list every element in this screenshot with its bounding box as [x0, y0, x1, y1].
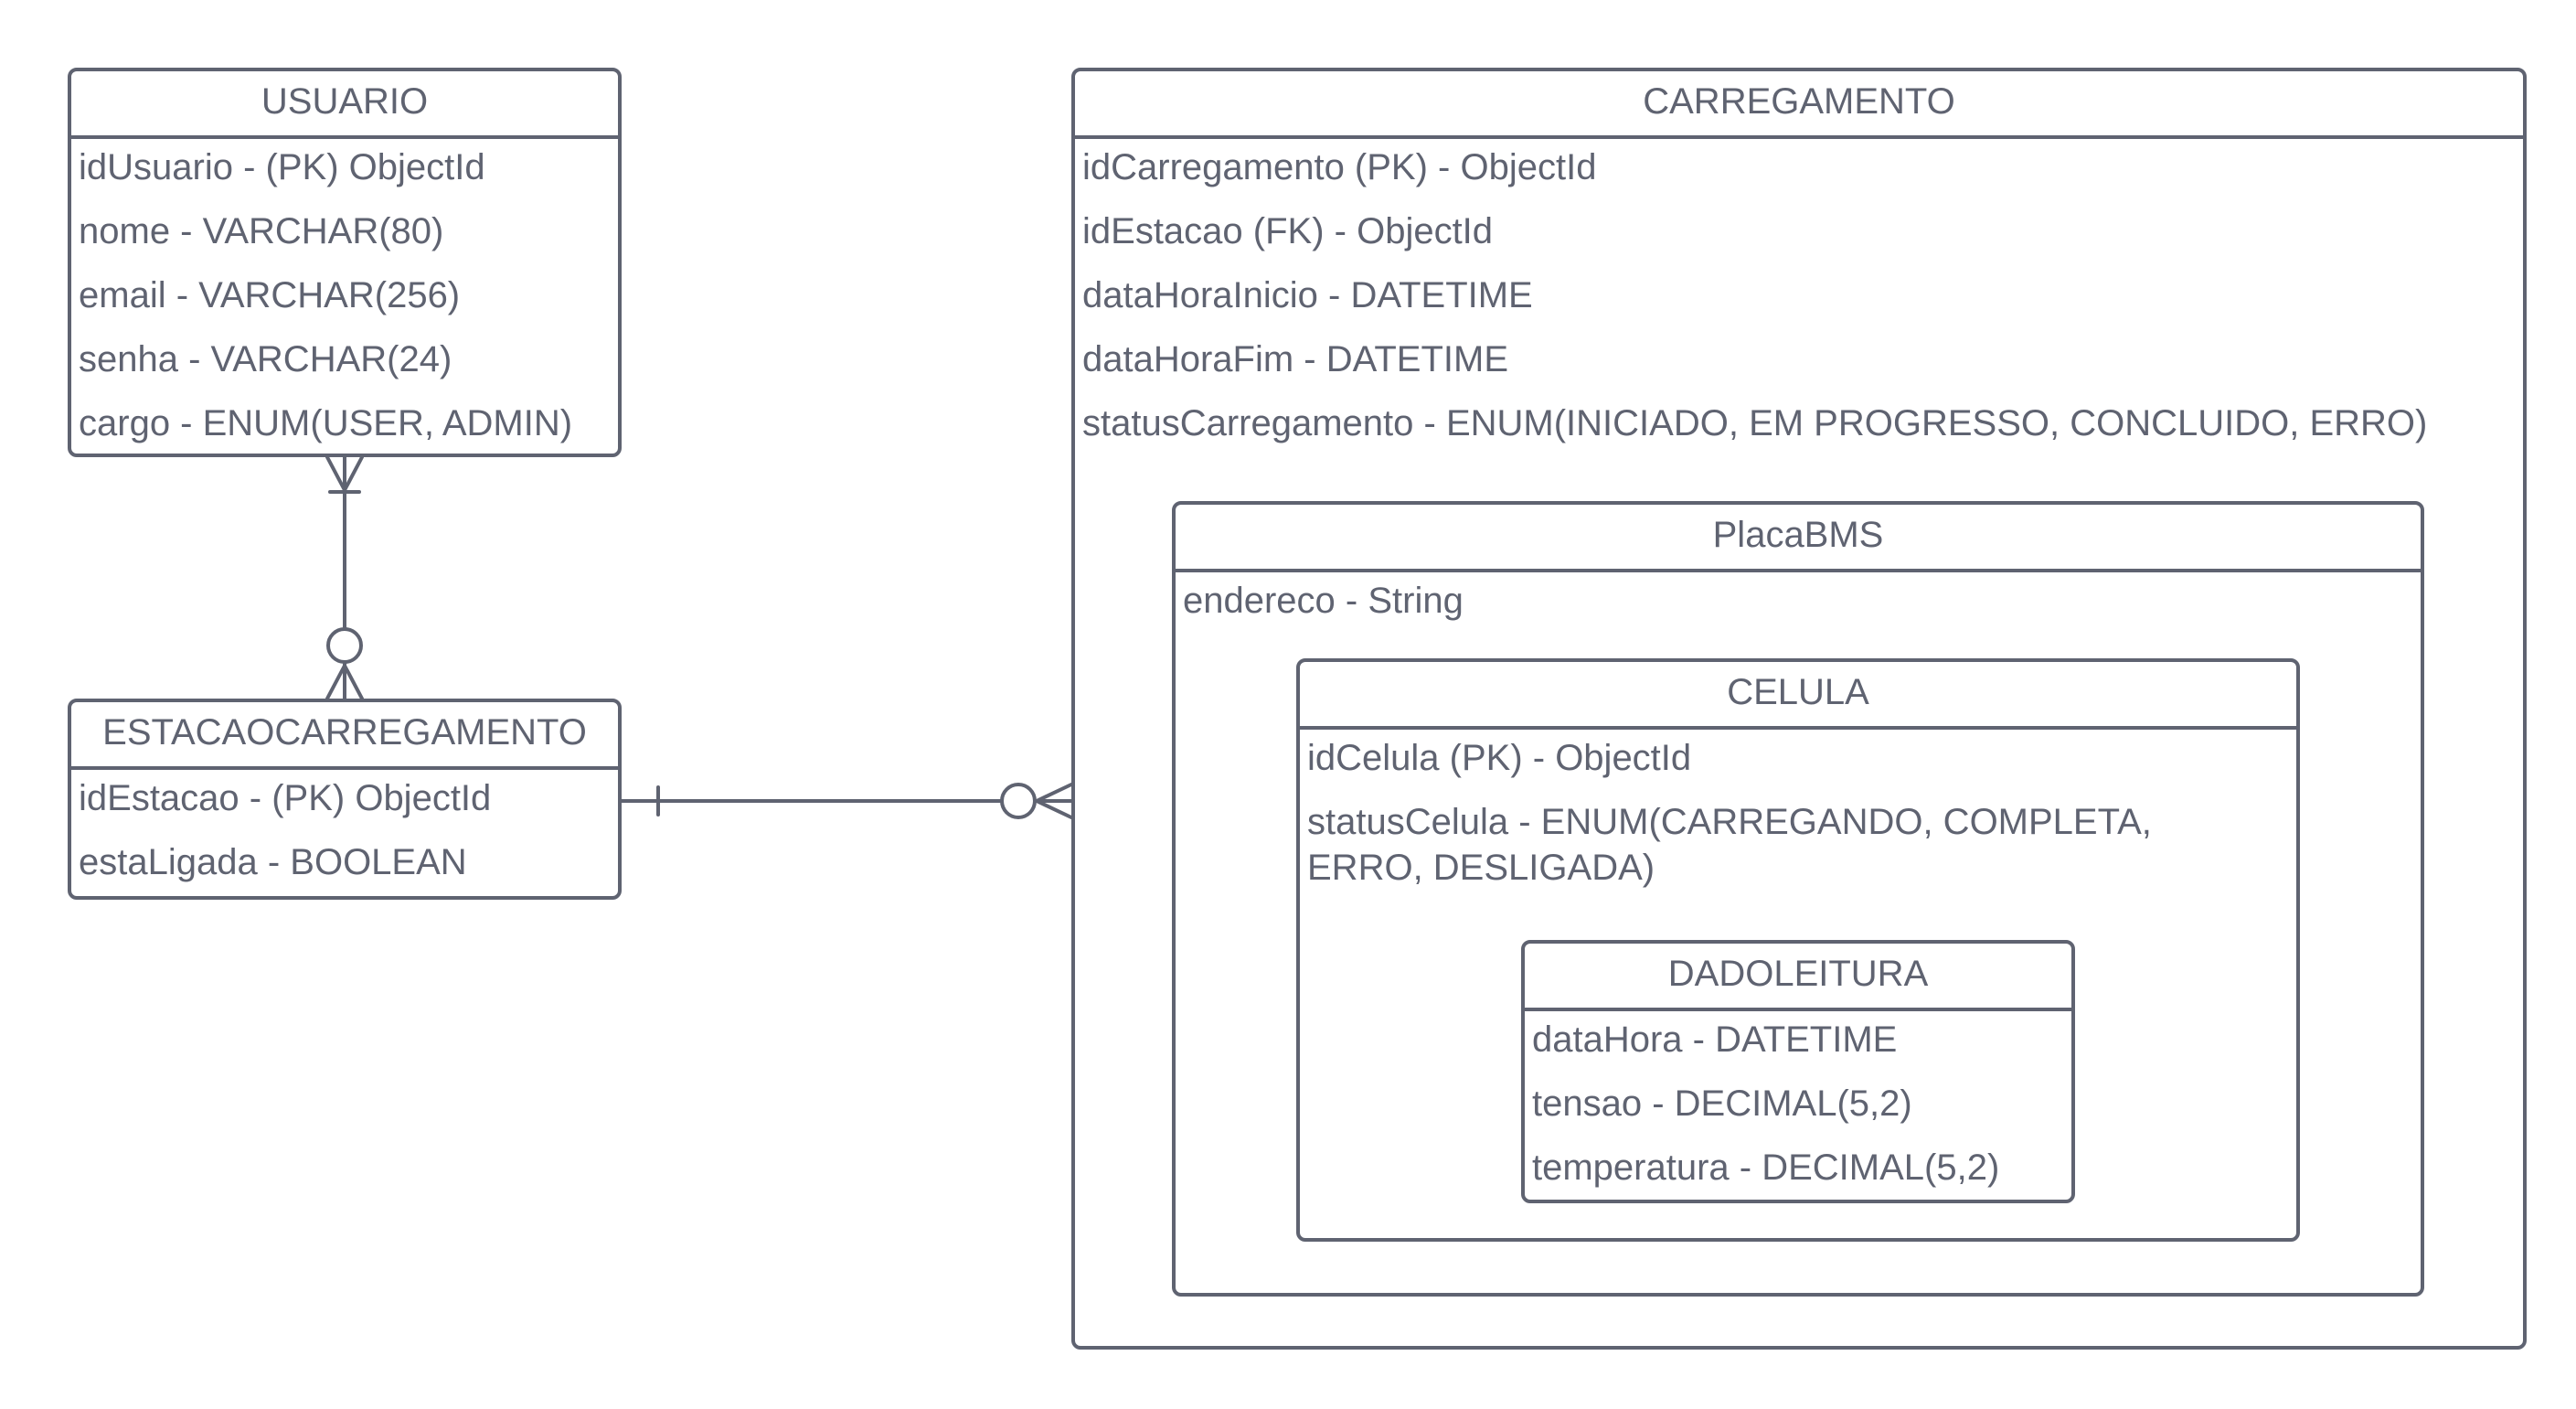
- entity-usuario-title: USUARIO: [71, 71, 618, 139]
- entity-carregamento[interactable]: CARREGAMENTO idCarregamento (PK) - Objec…: [1071, 68, 2527, 1350]
- attribute-statuscarregamento: statusCarregamento - ENUM(INICIADO, EM P…: [1082, 403, 2428, 443]
- attribute-datahora: dataHora - DATETIME: [1532, 1019, 1898, 1060]
- entity-estacaocarregamento-title: ESTACAOCARREGAMENTO: [71, 702, 618, 770]
- entity-celula-title: CELULA: [1300, 662, 2296, 730]
- entity-estacaocarregamento[interactable]: ESTACAOCARREGAMENTO idEstacao - (PK) Obj…: [68, 699, 622, 900]
- attribute-temperatura: temperatura - DECIMAL(5,2): [1532, 1147, 2000, 1188]
- attribute-idestacao: idEstacao - (PK) ObjectId: [79, 778, 492, 818]
- attribute-idcelula: idCelula (PK) - ObjectId: [1307, 738, 1692, 778]
- entity-dadoleitura-title: DADOLEITURA: [1525, 944, 2071, 1011]
- entity-usuario[interactable]: USUARIO idUsuario - (PK) ObjectId nome -…: [68, 68, 622, 457]
- attribute-idestacao-fk: idEstacao (FK) - ObjectId: [1082, 211, 1494, 251]
- entity-dadoleitura[interactable]: DADOLEITURA dataHora - DATETIME tensao -…: [1521, 940, 2075, 1203]
- attribute-nome: nome - VARCHAR(80): [79, 211, 444, 251]
- attribute-idcarregamento: idCarregamento (PK) - ObjectId: [1082, 147, 1597, 187]
- entity-placabms[interactable]: PlacaBMS endereco - String: [1172, 501, 2424, 1297]
- attribute-idusuario: idUsuario - (PK) ObjectId: [79, 147, 485, 187]
- relationship-usuario-estacao: [325, 455, 364, 700]
- attribute-endereco: endereco - String: [1183, 581, 1464, 621]
- attribute-statuscelula: statusCelula - ENUM(CARREGANDO, COMPLETA…: [1307, 802, 2152, 888]
- entity-celula[interactable]: CELULA idCelula (PK) - ObjectId statusCe…: [1296, 658, 2300, 1242]
- attribute-datahorainicio: dataHoraInicio - DATETIME: [1082, 275, 1533, 315]
- relationship-estacao-carregamento: [620, 783, 1073, 819]
- attribute-datahorafim: dataHoraFim - DATETIME: [1082, 339, 1508, 379]
- attribute-senha: senha - VARCHAR(24): [79, 339, 452, 379]
- attribute-cargo: cargo - ENUM(USER, ADMIN): [79, 403, 573, 443]
- attribute-estaligada: estaLigada - BOOLEAN: [79, 842, 467, 882]
- attribute-tensao: tensao - DECIMAL(5,2): [1532, 1083, 1912, 1124]
- entity-placabms-title: PlacaBMS: [1176, 505, 2421, 572]
- entity-carregamento-title: CARREGAMENTO: [1075, 71, 2523, 139]
- attribute-email: email - VARCHAR(256): [79, 275, 461, 315]
